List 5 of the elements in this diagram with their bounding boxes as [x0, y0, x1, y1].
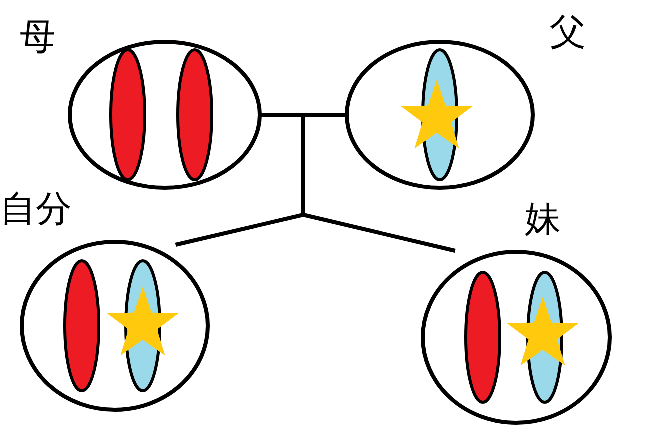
pedigree-line	[174, 113, 458, 253]
person-label: 母	[20, 18, 56, 58]
person-label: 父	[550, 13, 586, 53]
person-label: 妹	[525, 200, 561, 240]
person-label: 自分	[0, 190, 72, 230]
